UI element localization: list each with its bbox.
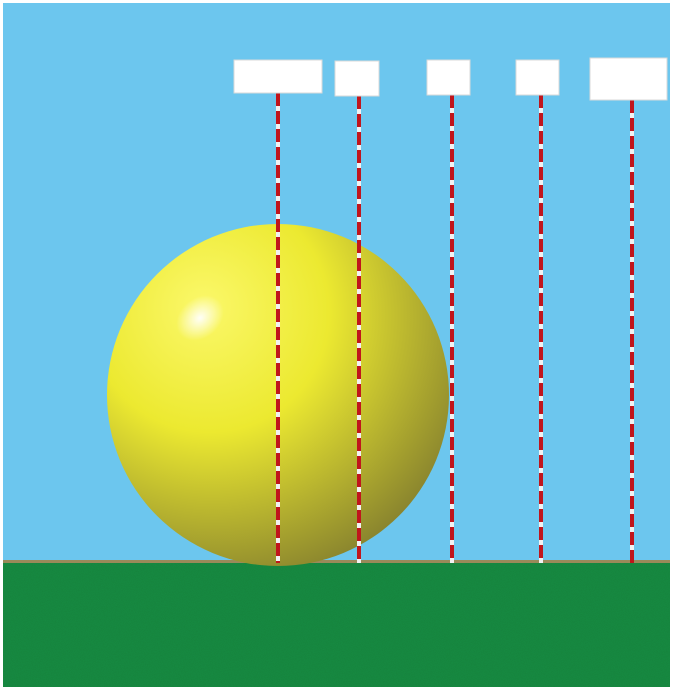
pole-1-sign — [234, 60, 322, 93]
pole-3-sign — [427, 60, 470, 95]
pole-5-sign — [590, 58, 667, 100]
pole-4-sign — [516, 60, 559, 95]
ground-edge — [3, 560, 670, 563]
pole-2-sign — [335, 61, 379, 96]
ground — [3, 562, 670, 687]
